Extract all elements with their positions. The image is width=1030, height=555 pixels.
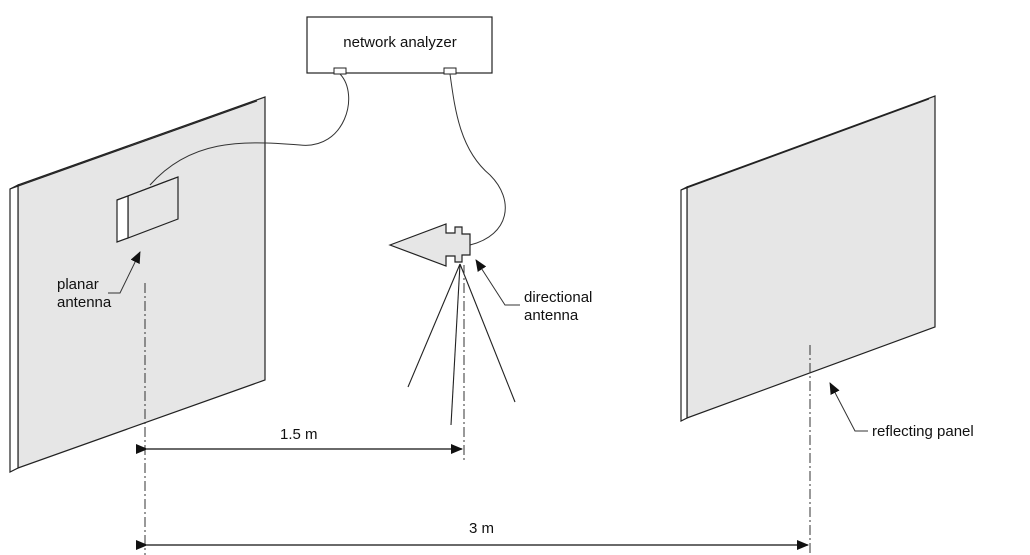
- network-analyzer: [306, 16, 493, 75]
- network-analyzer-label: network analyzer: [343, 34, 457, 51]
- planar-antenna-label-line1: planar: [57, 276, 99, 293]
- directional-antenna-label-line2: antenna: [524, 307, 579, 324]
- left-wall-panel: [9, 96, 266, 473]
- cable-to-planar-antenna: [149, 73, 350, 186]
- planar-antenna-label-line2: antenna: [57, 294, 112, 311]
- analyzer-port-right: [443, 67, 457, 75]
- tripod: [407, 263, 516, 426]
- analyzer-port-left: [333, 67, 347, 75]
- distance-1.5m-label: 1.5 m: [280, 426, 318, 443]
- directional-antenna-label-line1: directional: [524, 289, 593, 306]
- cable-to-directional-antenna: [449, 73, 506, 246]
- directional-antenna: [388, 223, 471, 267]
- directional-antenna-leader: [475, 259, 520, 306]
- planar-antenna-leader: [108, 251, 141, 294]
- planar-antenna: [116, 176, 179, 243]
- reflecting-panel-label: reflecting panel: [872, 423, 974, 440]
- reflecting-panel: [680, 95, 936, 422]
- directional-antenna-label: directional antenna: [524, 289, 592, 325]
- distance-3m-label: 3 m: [469, 520, 495, 537]
- reflecting-panel-leader: [829, 382, 868, 432]
- planar-antenna-label: planar antenna: [57, 276, 111, 312]
